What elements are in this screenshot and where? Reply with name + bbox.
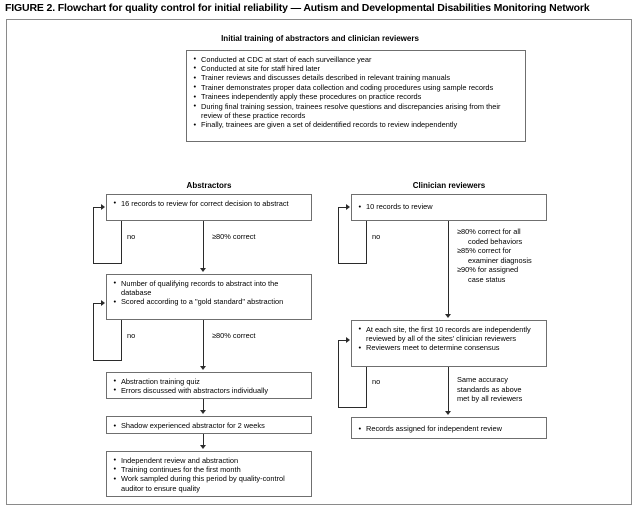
abstractors-pass1-label: ≥80% correct [212, 232, 256, 241]
abstractors-pass2-arrowhead [200, 366, 206, 370]
abstractors-pass1-arrowhead [200, 268, 206, 272]
clinician-same-standards-line-2: standards as above [457, 384, 522, 394]
abstractors-loop1-bottom [93, 263, 122, 264]
clinician-criteria-line-6: case status [468, 274, 506, 284]
clinician-loop2-up [338, 340, 339, 408]
list-item: Trainer demonstrates proper data collect… [193, 82, 520, 92]
clinician-criteria-line-4: examiner diagnosis [468, 255, 532, 265]
clinician-box-2-list: At each site, the first 10 records are i… [358, 324, 541, 353]
abstractors-box-5-list: Independent review and abstraction Train… [113, 455, 306, 494]
clinician-loop2-arrowhead [346, 337, 350, 343]
clinician-same-standards-line-1: Same accuracy [457, 375, 508, 384]
list-item: Independent review and abstraction [113, 455, 306, 465]
abstractors-pass2-line [203, 320, 204, 367]
abstractors-loop1-return [93, 207, 102, 208]
clinician-loop2-bottom [338, 407, 367, 408]
clinician-reviewers-heading: Clinician reviewers [412, 181, 486, 190]
training-list: Conducted at CDC at start of each survei… [193, 54, 520, 130]
clinician-loop1-label: no [372, 232, 381, 241]
list-item: At each site, the first 10 records are i… [358, 324, 541, 344]
clinician-box-1: 10 records to review [351, 194, 547, 221]
list-item: Work sampled during this period by quali… [113, 474, 306, 493]
abstractors-connector-4-5-arrowhead [200, 445, 206, 449]
clinician-same-standards-line-3: met by all reviewers [457, 394, 523, 403]
list-item: Errors discussed with abstractors indivi… [113, 385, 306, 395]
abstractors-heading: Abstractors [186, 181, 232, 190]
list-item: Conducted at site for staff hired later [193, 63, 520, 73]
clinician-loop2-down [366, 367, 367, 407]
abstractors-loop2-arrowhead [101, 300, 105, 306]
abstractors-box-3-list: Abstraction training quiz Errors discuss… [113, 376, 306, 396]
list-item: Shadow experienced abstractor for 2 week… [113, 420, 306, 430]
list-item: Conducted at CDC at start of each survei… [193, 54, 520, 64]
abstractors-loop2-return [93, 303, 102, 304]
clinician-criteria-line-3: ≥85% correct for [457, 246, 512, 255]
abstractors-box-5: Independent review and abstraction Train… [106, 451, 312, 497]
abstractors-pass1-line [203, 221, 204, 269]
list-item: Records assigned for independent review [358, 423, 541, 433]
clinician-loop1-bottom [338, 263, 367, 264]
page-title: FIGURE 2. Flowchart for quality control … [5, 2, 590, 14]
abstractors-loop1-label: no [127, 232, 136, 241]
clinician-box-1-list: 10 records to review [358, 201, 541, 211]
abstractors-loop1-up [93, 207, 94, 264]
abstractors-box-2-list: Number of qualifying records to abstract… [113, 278, 306, 307]
clinician-pass2-line [448, 367, 449, 412]
abstractors-connector-3-4 [203, 399, 204, 411]
clinician-box-2: At each site, the first 10 records are i… [351, 320, 547, 367]
abstractors-loop2-bottom [93, 360, 122, 361]
training-box: Conducted at CDC at start of each survei… [186, 50, 526, 142]
abstractors-box-4-list: Shadow experienced abstractor for 2 week… [113, 420, 306, 430]
abstractors-loop2-label: no [127, 331, 136, 340]
clinician-loop1-return [338, 207, 347, 208]
clinician-loop1-down [366, 221, 367, 263]
list-item: During final training session, trainees … [193, 101, 520, 121]
clinician-loop2-label: no [372, 377, 381, 386]
clinician-criteria-line-1: ≥80% correct for all [457, 227, 521, 236]
list-item: 10 records to review [358, 201, 541, 211]
list-item: Finally, trainees are given a set of dei… [193, 120, 520, 130]
list-item: Training continues for the first month [113, 464, 306, 474]
list-item: Reviewers meet to determine consensus [358, 343, 541, 353]
list-item: Abstraction training quiz [113, 376, 306, 386]
clinician-box-3-list: Records assigned for independent review [358, 423, 541, 433]
clinician-criteria-line-2: coded behaviors [468, 236, 523, 246]
abstractors-box-2: Number of qualifying records to abstract… [106, 274, 312, 320]
abstractors-loop1-down [121, 221, 122, 263]
clinician-criteria-line-5: ≥90% for assigned [457, 265, 519, 274]
list-item: Trainees independently apply these proce… [193, 92, 520, 102]
abstractors-loop2-down [121, 320, 122, 360]
abstractors-box-1-list: 16 records to review for correct decisio… [113, 198, 306, 208]
abstractors-loop2-up [93, 303, 94, 361]
list-item: Trainer reviews and discusses details de… [193, 73, 520, 83]
list-item: 16 records to review for correct decisio… [113, 198, 306, 208]
clinician-loop2-return [338, 340, 347, 341]
abstractors-box-4: Shadow experienced abstractor for 2 week… [106, 416, 312, 434]
abstractors-loop1-arrowhead [101, 204, 105, 210]
training-heading: Initial training of abstractors and clin… [221, 34, 419, 43]
figure-frame: Initial training of abstractors and clin… [6, 19, 632, 505]
clinician-loop1-up [338, 207, 339, 264]
abstractors-connector-3-4-arrowhead [200, 410, 206, 414]
abstractors-connector-4-5 [203, 434, 204, 446]
clinician-pass2-arrowhead [445, 411, 451, 415]
clinician-box-3: Records assigned for independent review [351, 417, 547, 439]
clinician-pass1-line [448, 221, 449, 315]
clinician-pass1-arrowhead [445, 314, 451, 318]
abstractors-box-1: 16 records to review for correct decisio… [106, 194, 312, 221]
list-item: Scored according to a "gold standard" ab… [113, 297, 306, 307]
abstractors-pass2-label: ≥80% correct [212, 331, 256, 340]
clinician-loop1-arrowhead [346, 204, 350, 210]
list-item: Number of qualifying records to abstract… [113, 278, 306, 298]
abstractors-box-3: Abstraction training quiz Errors discuss… [106, 372, 312, 399]
